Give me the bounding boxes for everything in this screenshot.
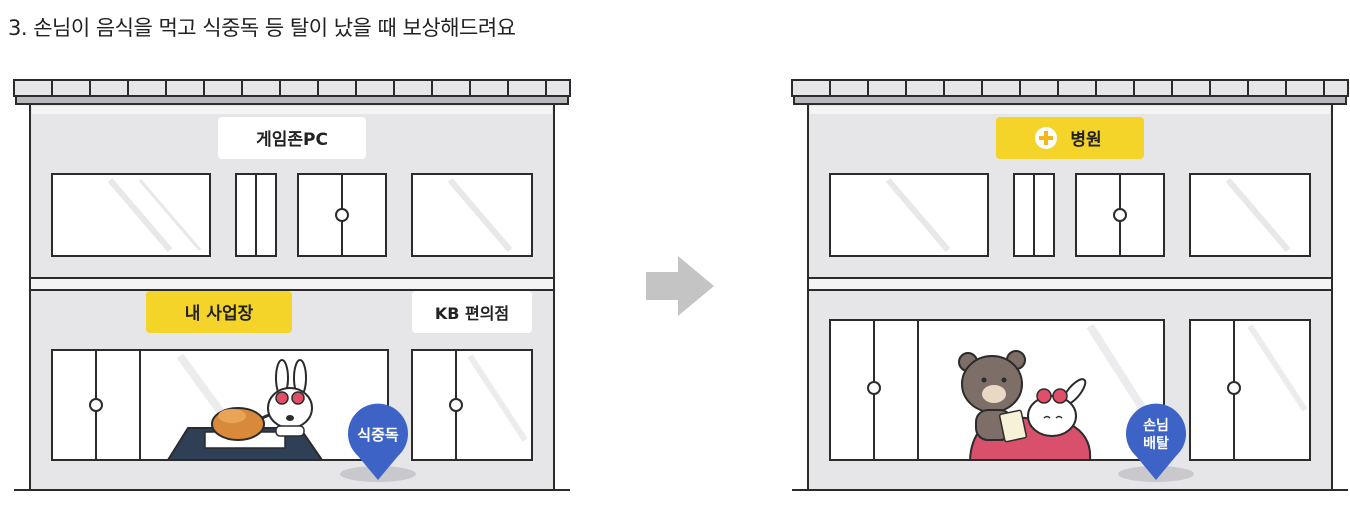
sign-hospital bbox=[996, 117, 1144, 159]
sign-kb-store-text: KB 편의점 bbox=[435, 304, 509, 323]
sign-gamezone bbox=[218, 117, 366, 159]
sign-my-shop bbox=[146, 291, 292, 333]
food-poisoning-pin: 식중독 bbox=[340, 403, 416, 482]
bear-doctor-icon bbox=[958, 350, 1026, 441]
pin-label-food-poisoning: 식중독 bbox=[357, 426, 399, 444]
sick-rabbit-in-bed-icon bbox=[1027, 378, 1087, 437]
sign-kb-store bbox=[412, 291, 532, 333]
sign-gamezone-text: 게임존PC bbox=[256, 129, 328, 150]
arrow-right-icon bbox=[646, 256, 714, 316]
stomach-ache-pin: 손님 배탈 bbox=[1118, 403, 1194, 482]
sign-hospital-text: 병원 bbox=[1070, 130, 1101, 150]
sign-my-shop-text: 내 사업장 bbox=[185, 304, 254, 324]
page-heading: 3. 손님이 음식을 먹고 식중독 등 탈이 났을 때 보상해드려요 bbox=[8, 16, 516, 40]
sick-rabbit-icon bbox=[267, 359, 313, 437]
pin-label-line1: 손님 bbox=[1143, 418, 1169, 434]
building-before: 게임존PC 내 사업장 KB 편의점 bbox=[13, 79, 571, 491]
building-after: 병원 bbox=[791, 79, 1349, 491]
card-icon bbox=[998, 409, 1028, 443]
pin-label-line2: 배탈 bbox=[1143, 436, 1169, 452]
